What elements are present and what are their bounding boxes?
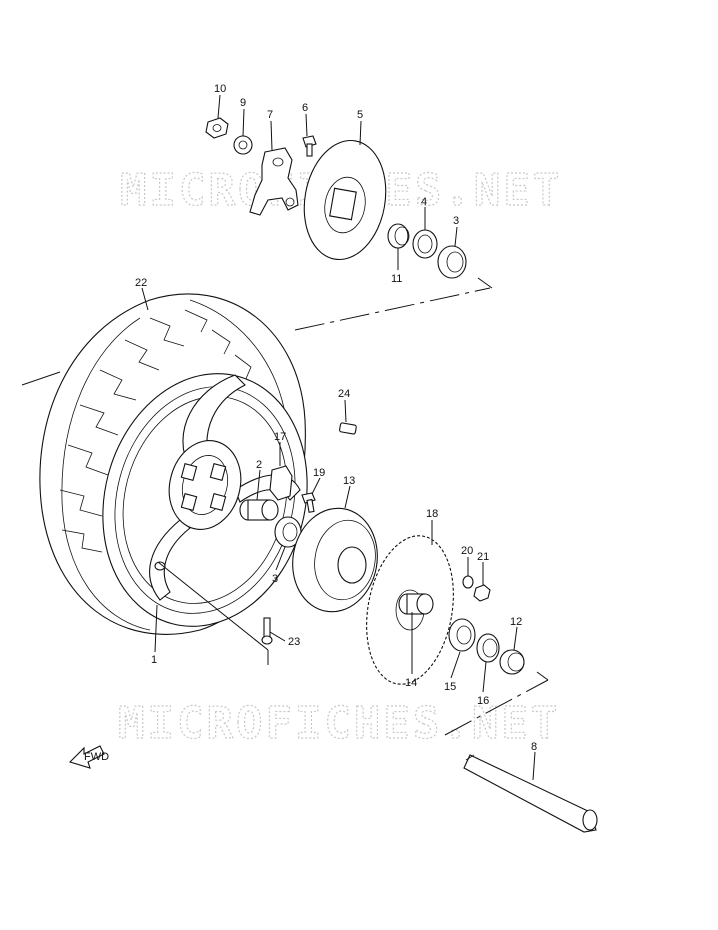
callout-4: 4 <box>421 196 427 208</box>
spacer-part-2 <box>239 499 279 521</box>
callout-5: 5 <box>357 109 363 121</box>
callout-1: 1 <box>151 654 157 666</box>
valve-part-23 <box>261 617 273 645</box>
callout-24: 24 <box>338 388 350 400</box>
brake-disc-part-5 <box>303 139 387 261</box>
watermark-bottom: MICROFICHES.NET <box>118 698 560 749</box>
callout-16: 16 <box>477 695 489 707</box>
seal-part-11 <box>387 223 410 249</box>
bolt-part-6 <box>302 135 317 157</box>
callout-15: 15 <box>444 681 456 693</box>
callout-8: 8 <box>531 741 537 753</box>
callout-7: 7 <box>267 109 273 121</box>
callout-12: 12 <box>510 616 522 628</box>
rear-wheel-rim <box>102 373 308 627</box>
bearing-part-15 <box>448 618 476 652</box>
callout-17: 17 <box>274 431 286 443</box>
nut-part-10 <box>205 117 229 139</box>
callout-19: 19 <box>313 467 325 479</box>
callout-3-lower: 3 <box>272 573 278 585</box>
callout-6: 6 <box>302 102 308 114</box>
callout-11: 11 <box>391 273 402 285</box>
callout-13: 13 <box>343 475 355 487</box>
damper-part-17 <box>269 465 293 501</box>
fwd-label: FWD <box>84 751 109 763</box>
callout-20: 20 <box>461 545 473 557</box>
fwd-arrow-icon: FWD <box>68 745 109 769</box>
leader-lines <box>141 94 536 781</box>
callout-9: 9 <box>240 97 246 109</box>
key-part-24 <box>339 422 357 435</box>
bolt-part-19 <box>301 492 316 513</box>
washer-part-9 <box>233 135 253 155</box>
callout-23: 23 <box>288 636 300 648</box>
callout-10: 10 <box>214 83 226 95</box>
callout-18: 18 <box>426 508 438 520</box>
callout-14: 14 <box>405 677 417 689</box>
callout-3-upper: 3 <box>453 215 459 227</box>
spacer-part-4 <box>412 229 438 259</box>
sprocket-carrier-part-13 <box>292 507 378 613</box>
collar-part-12 <box>499 649 525 675</box>
caliper-bracket-part-7 <box>249 147 299 216</box>
axle-part-8 <box>463 754 598 833</box>
bearing-part-3-upper <box>437 245 467 279</box>
washer-part-20 <box>462 575 474 589</box>
nut-part-21 <box>473 584 491 602</box>
seal-part-16 <box>476 633 500 663</box>
spacer-part-14 <box>398 593 434 615</box>
callout-22: 22 <box>135 277 147 289</box>
callout-2: 2 <box>256 459 262 471</box>
callout-21: 21 <box>477 551 489 563</box>
